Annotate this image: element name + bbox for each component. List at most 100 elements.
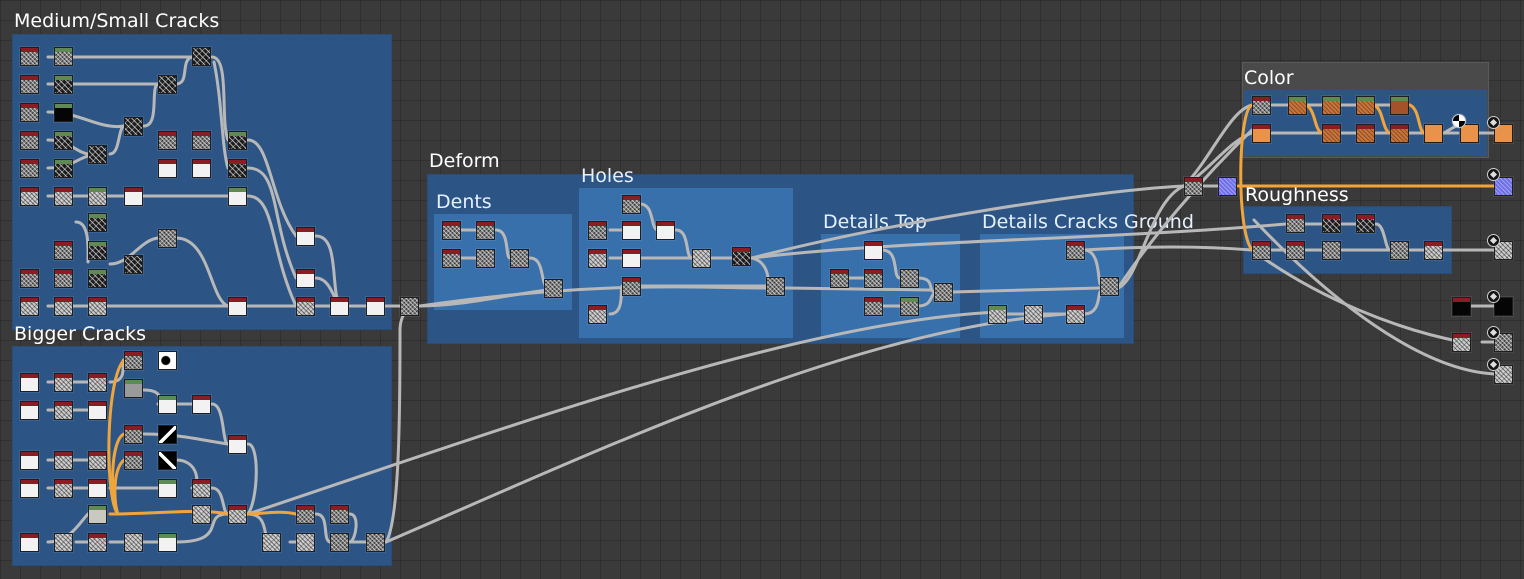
graph-node[interactable]: [1390, 96, 1409, 115]
graph-node[interactable]: [1286, 214, 1305, 233]
graph-node[interactable]: [54, 187, 73, 206]
graph-node[interactable]: [1066, 305, 1085, 324]
graph-node[interactable]: [1452, 333, 1471, 352]
graph-node[interactable]: [124, 379, 143, 398]
graph-node[interactable]: [1494, 365, 1513, 384]
graph-node[interactable]: [1252, 124, 1271, 143]
graph-node[interactable]: [1424, 241, 1443, 260]
graph-node[interactable]: [54, 159, 73, 178]
graph-node[interactable]: [476, 221, 495, 240]
graph-node[interactable]: [1218, 177, 1237, 196]
graph-node[interactable]: [900, 297, 919, 316]
graph-node[interactable]: [88, 373, 107, 392]
graph-node[interactable]: [864, 297, 883, 316]
frame-roughness[interactable]: Roughness: [1243, 182, 1452, 274]
graph-node[interactable]: [296, 505, 315, 524]
graph-node[interactable]: [510, 249, 529, 268]
graph-node[interactable]: [228, 159, 247, 178]
graph-node[interactable]: [158, 479, 177, 498]
graph-node[interactable]: [20, 47, 39, 66]
graph-node[interactable]: [20, 269, 39, 288]
graph-node[interactable]: [228, 505, 247, 524]
graph-node[interactable]: [442, 221, 461, 240]
graph-node[interactable]: [622, 249, 641, 268]
graph-node[interactable]: [1356, 214, 1375, 233]
graph-node[interactable]: [88, 145, 107, 164]
graph-node[interactable]: [158, 229, 177, 248]
graph-node[interactable]: [988, 305, 1007, 324]
graph-node[interactable]: [1184, 177, 1203, 196]
graph-node[interactable]: [158, 533, 177, 552]
graph-node[interactable]: [192, 131, 211, 150]
graph-node[interactable]: [192, 505, 211, 524]
graph-node[interactable]: [1494, 241, 1513, 260]
graph-node[interactable]: [88, 451, 107, 470]
graph-node[interactable]: [192, 159, 211, 178]
graph-node[interactable]: [192, 479, 211, 498]
graph-node[interactable]: [54, 533, 73, 552]
graph-node[interactable]: [124, 351, 143, 370]
graph-node[interactable]: [158, 131, 177, 150]
graph-node[interactable]: [1322, 96, 1341, 115]
graph-node[interactable]: [124, 425, 143, 444]
graph-node[interactable]: [1322, 214, 1341, 233]
graph-node[interactable]: [54, 451, 73, 470]
graph-node[interactable]: [1460, 124, 1479, 143]
graph-node[interactable]: [296, 297, 315, 316]
graph-node[interactable]: [622, 221, 641, 240]
frame-holes[interactable]: Holes: [579, 164, 793, 338]
graph-node[interactable]: [766, 277, 785, 296]
graph-node[interactable]: [158, 75, 177, 94]
graph-node[interactable]: [732, 247, 751, 266]
graph-node[interactable]: [124, 533, 143, 552]
graph-node[interactable]: [476, 249, 495, 268]
graph-node[interactable]: [20, 131, 39, 150]
graph-node[interactable]: [88, 401, 107, 420]
graph-node[interactable]: [1452, 297, 1471, 316]
graph-node[interactable]: [1494, 177, 1513, 196]
graph-node[interactable]: [54, 401, 73, 420]
graph-node[interactable]: [88, 269, 107, 288]
graph-node[interactable]: [158, 159, 177, 178]
graph-node[interactable]: [442, 249, 461, 268]
graph-node[interactable]: [1066, 241, 1085, 260]
graph-node[interactable]: [228, 131, 247, 150]
frame-color[interactable]: Color: [1242, 62, 1489, 158]
graph-node[interactable]: [54, 47, 73, 66]
output-icon[interactable]: [1487, 290, 1500, 303]
graph-node[interactable]: [1494, 124, 1513, 143]
graph-node[interactable]: [1356, 124, 1375, 143]
graph-node[interactable]: [158, 425, 177, 444]
graph-node[interactable]: [124, 451, 143, 470]
graph-node[interactable]: [20, 103, 39, 122]
graph-node[interactable]: [330, 297, 349, 316]
graph-node[interactable]: [228, 435, 247, 454]
graph-node[interactable]: [54, 241, 73, 260]
graph-node[interactable]: [262, 533, 281, 552]
graph-node[interactable]: [400, 297, 419, 316]
graph-node[interactable]: [228, 187, 247, 206]
graph-node[interactable]: [20, 187, 39, 206]
output-icon[interactable]: [1487, 168, 1500, 181]
graph-node[interactable]: [88, 505, 107, 524]
output-icon[interactable]: [1487, 326, 1500, 339]
graph-node[interactable]: [366, 297, 385, 316]
graph-node[interactable]: [1390, 124, 1409, 143]
graph-node[interactable]: [830, 269, 849, 288]
graph-node[interactable]: [54, 269, 73, 288]
graph-node[interactable]: [1390, 241, 1409, 260]
graph-node[interactable]: [1252, 96, 1271, 115]
graph-node[interactable]: [1452, 114, 1466, 128]
graph-node[interactable]: [54, 75, 73, 94]
graph-node[interactable]: [158, 395, 177, 414]
graph-node[interactable]: [88, 241, 107, 260]
output-icon[interactable]: [1487, 358, 1500, 371]
graph-node[interactable]: [544, 279, 563, 298]
graph-node[interactable]: [366, 533, 385, 552]
graph-node[interactable]: [88, 297, 107, 316]
graph-node[interactable]: [20, 75, 39, 94]
graph-node[interactable]: [54, 373, 73, 392]
graph-node[interactable]: [88, 479, 107, 498]
output-icon[interactable]: [1487, 116, 1500, 129]
graph-node[interactable]: [158, 451, 177, 470]
